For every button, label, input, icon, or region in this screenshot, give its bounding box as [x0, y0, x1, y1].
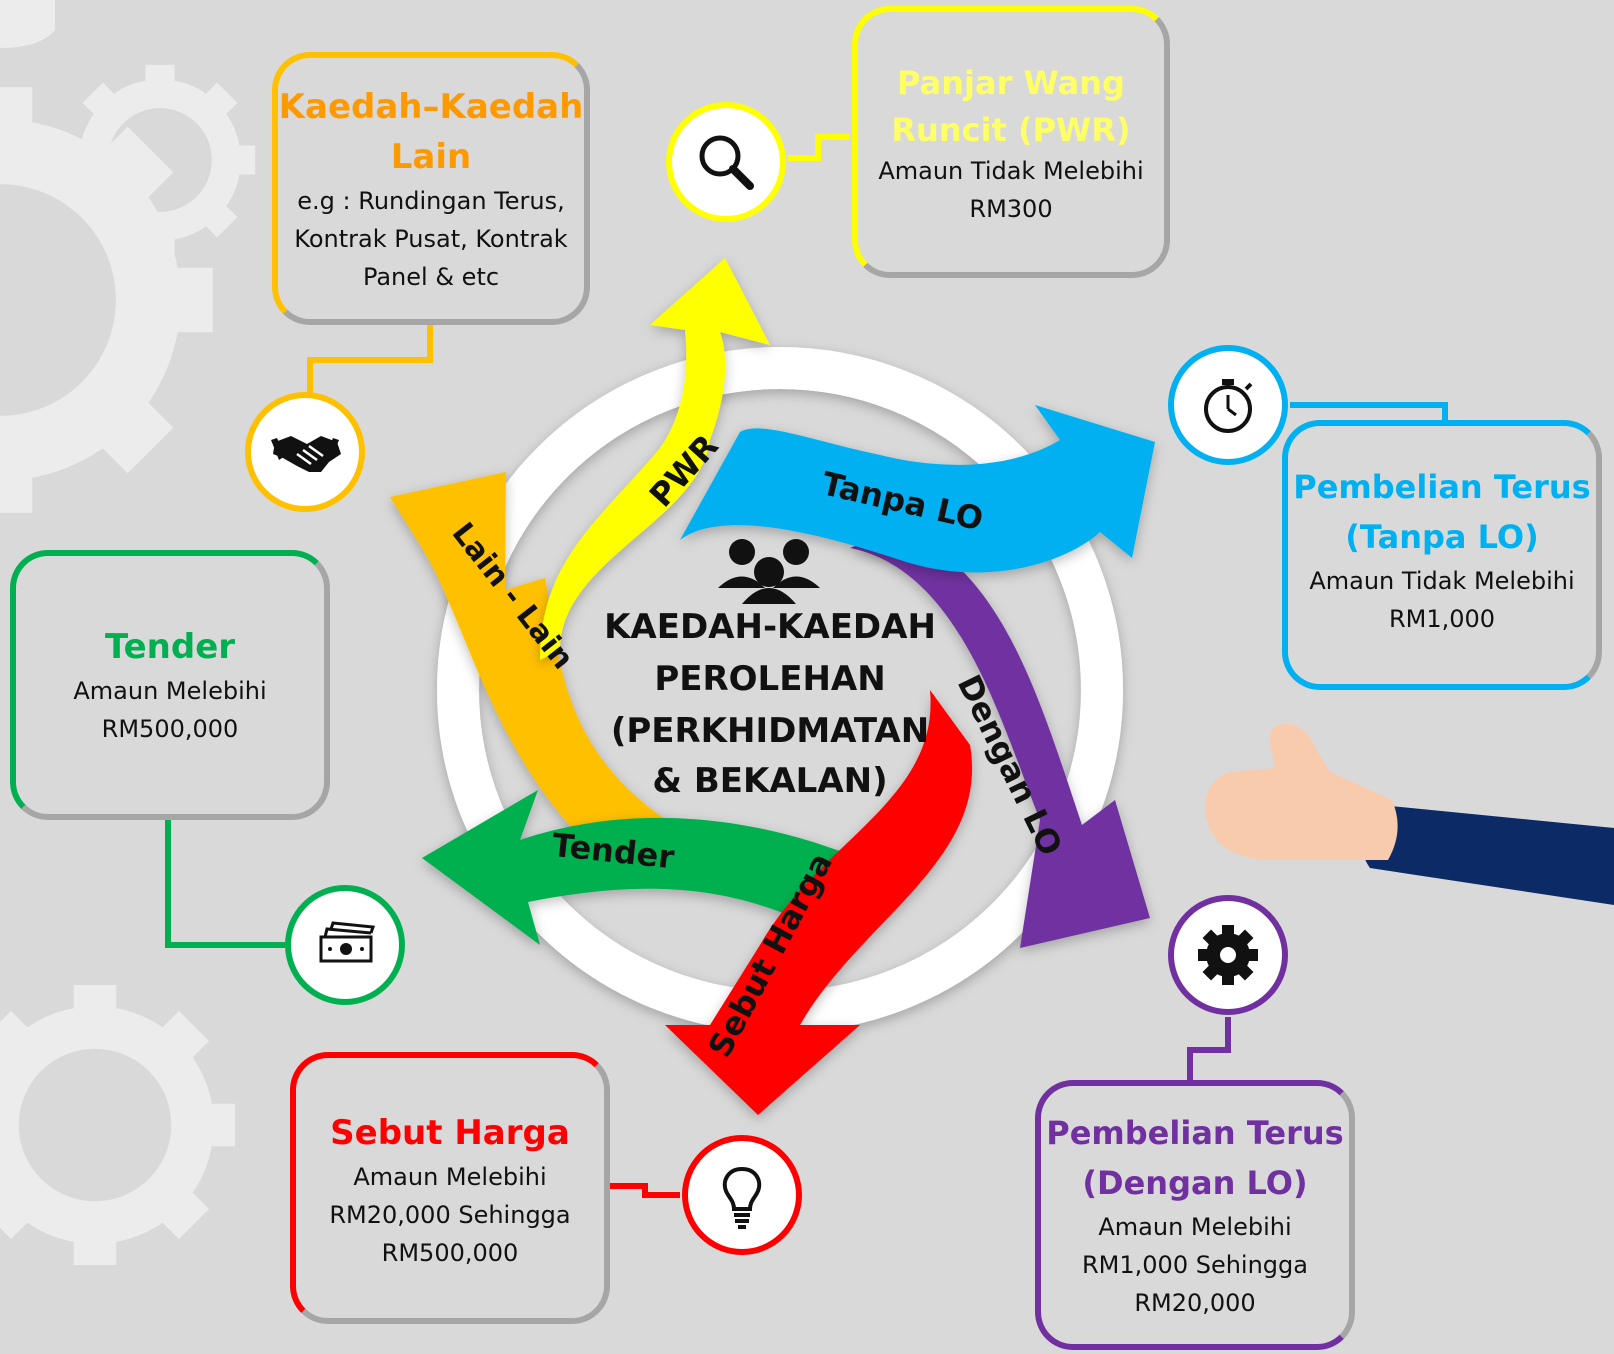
pointing-hand-icon: [1205, 723, 1614, 905]
box-sebut-harga-text: Amaun Melebihi: [353, 1163, 547, 1191]
arrow-tanpa-lo: [680, 405, 1155, 573]
box-kaedah-lain-title: Lain: [390, 137, 472, 177]
box-dengan-lo-text: Amaun Melebihi: [1098, 1213, 1292, 1241]
box-dengan-lo-text: RM20,000: [1134, 1289, 1256, 1317]
box-tanpa-lo-title: (Tanpa LO): [1345, 518, 1539, 556]
arrow-tender: [422, 790, 850, 945]
center-title-line: & BEKALAN): [652, 761, 887, 801]
box-tanpa-lo-text: RM1,000: [1388, 605, 1496, 633]
center-title-line: PEROLEHAN: [654, 659, 885, 699]
box-dengan-lo-title: Pembelian Terus: [1046, 1114, 1344, 1152]
box-kaedah-lain: Kaedah–Kaedah Lain e.g : Rundingan Terus…: [272, 52, 590, 325]
box-tanpa-lo-text: Amaun Tidak Melebihi: [1309, 567, 1575, 595]
search-icon: [666, 102, 786, 222]
box-sebut-harga-text: RM500,000: [381, 1239, 519, 1267]
users-icon: [718, 539, 820, 604]
center-title-line: KAEDAH-KAEDAH: [604, 607, 936, 647]
box-tanpa-lo-title: Pembelian Terus: [1293, 468, 1591, 506]
box-dengan-lo-title: (Dengan LO): [1082, 1164, 1308, 1202]
box-tender-text: Amaun Melebihi: [73, 677, 267, 705]
handshake-icon: [245, 392, 365, 512]
box-kaedah-lain-title: Kaedah–Kaedah: [278, 87, 584, 127]
box-pwr: Panjar Wang Runcit (PWR) Amaun Tidak Mel…: [852, 6, 1170, 278]
box-pwr-title: Runcit (PWR): [891, 111, 1131, 149]
lightbulb-icon: [682, 1135, 802, 1255]
box-tender-title: Tender: [104, 627, 236, 667]
box-dengan-lo: Pembelian Terus (Dengan LO) Amaun Melebi…: [1035, 1080, 1355, 1350]
box-sebut-harga-text: RM20,000 Sehingga: [329, 1201, 571, 1229]
box-dengan-lo-text: RM1,000 Sehingga: [1082, 1251, 1308, 1279]
gear-icon: [1168, 895, 1288, 1015]
money-icon: [285, 885, 405, 1005]
center-title-line: (PERKHIDMATAN: [611, 711, 929, 751]
box-kaedah-lain-text: Panel & etc: [362, 263, 500, 291]
arrow-lain-lain: [390, 472, 690, 864]
box-sebut-harga: Sebut Harga Amaun Melebihi RM20,000 Sehi…: [290, 1052, 610, 1324]
box-pwr-text: Amaun Tidak Melebihi: [878, 157, 1144, 185]
stopwatch-icon: [1168, 345, 1288, 465]
arrow-sebut-harga: [665, 690, 973, 1115]
box-pwr-title: Panjar Wang: [897, 64, 1125, 102]
box-sebut-harga-title: Sebut Harga: [330, 1113, 570, 1153]
arrow-dengan-lo: [850, 530, 1150, 948]
box-kaedah-lain-text: Kontrak Pusat, Kontrak: [294, 225, 568, 253]
box-tanpa-lo: Pembelian Terus (Tanpa LO) Amaun Tidak M…: [1282, 420, 1602, 690]
center-disc: [600, 510, 960, 870]
box-pwr-text: RM300: [969, 195, 1053, 223]
arrow-pwr: [540, 258, 770, 660]
box-tender: Tender Amaun Melebihi RM500,000: [10, 550, 330, 820]
box-tender-text: RM500,000: [101, 715, 239, 743]
box-kaedah-lain-text: e.g : Rundingan Terus,: [297, 187, 565, 215]
